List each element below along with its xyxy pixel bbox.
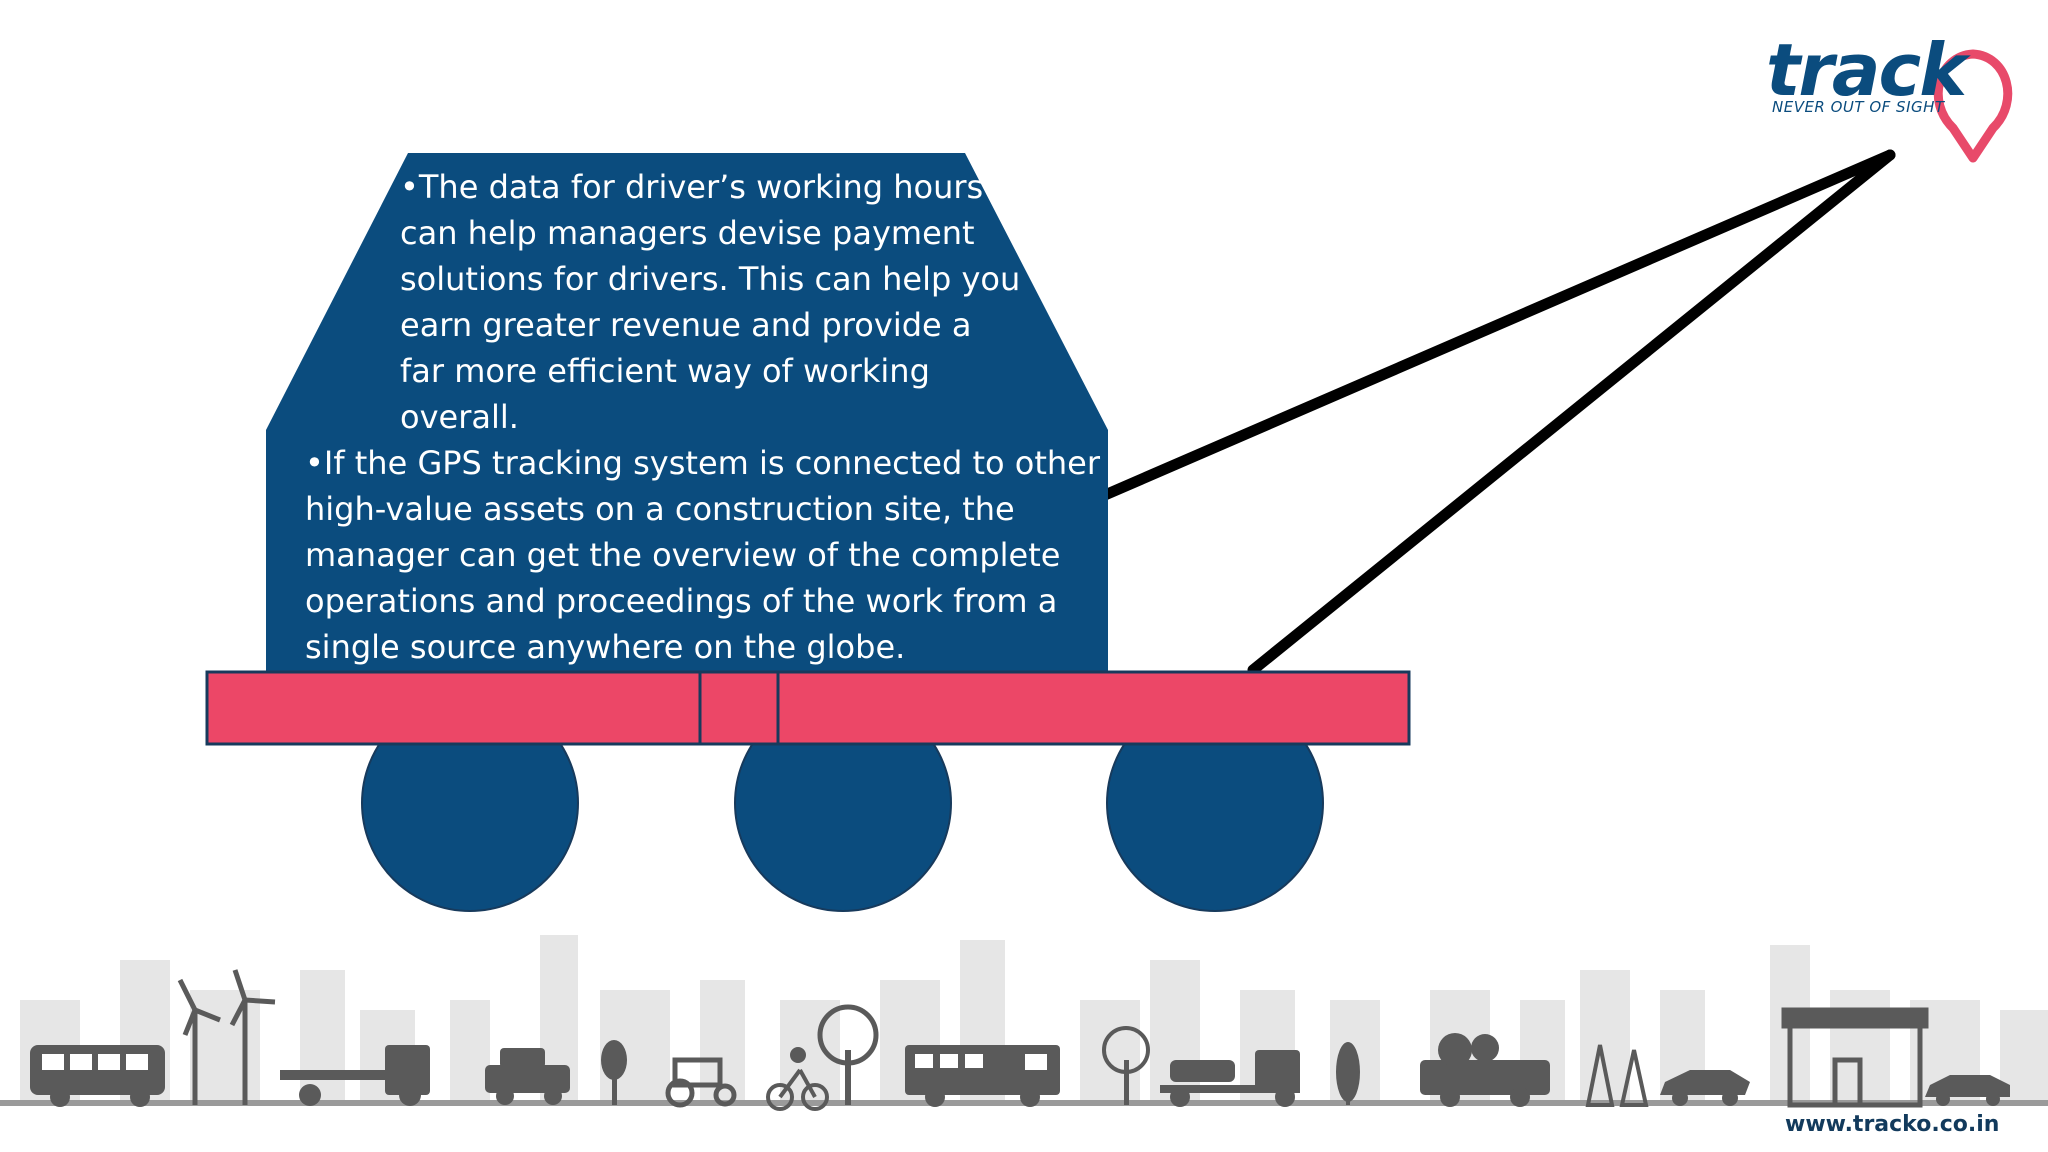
tree-icon bbox=[817, 1004, 879, 1105]
bullet-paragraph-1: •The data for driver’s working hours can… bbox=[400, 164, 1040, 440]
website-url[interactable]: www.tracko.co.in bbox=[1785, 1112, 2000, 1137]
wind-turbine-icon bbox=[177, 969, 276, 1105]
tow-truck-icon bbox=[1160, 1050, 1300, 1107]
car-icon bbox=[1660, 1070, 1750, 1106]
fire-truck-icon bbox=[905, 1045, 1060, 1107]
bullet-2-line-4: operations and proceedings of the work f… bbox=[305, 582, 1058, 620]
bullet-2-line-2: high-value assets on a construction site… bbox=[305, 490, 1015, 528]
flatbed-truck-icon bbox=[280, 1045, 430, 1106]
tractor-icon bbox=[665, 1057, 737, 1108]
pickup-truck-icon bbox=[1420, 1033, 1550, 1107]
truck-platform bbox=[205, 670, 1411, 746]
crane-boom bbox=[1099, 149, 1896, 676]
location-pin-icon bbox=[1933, 49, 2013, 163]
logo-tagline: NEVER OUT OF SIGHT bbox=[1772, 98, 1945, 116]
pickup-truck-icon bbox=[485, 1048, 570, 1105]
bullet-1-line-2: can help managers devise payment bbox=[400, 214, 975, 252]
cyclist-icon bbox=[766, 1047, 829, 1111]
bullet-1-line-4: earn greater revenue and provide a bbox=[400, 306, 972, 344]
car-icon bbox=[1925, 1075, 2010, 1106]
shop-icon bbox=[1781, 1007, 1929, 1108]
bullet-2-line-3: manager can get the overview of the comp… bbox=[305, 536, 1061, 574]
bullet-1-line-6: overall. bbox=[400, 398, 519, 436]
bullet-2-line-5: single source anywhere on the globe. bbox=[305, 628, 906, 666]
tree-icon bbox=[1585, 1044, 1649, 1107]
bullet-1-line-5: far more efficient way of working bbox=[400, 352, 930, 390]
truck-cab bbox=[266, 153, 1108, 672]
bullet-1-line-1: •The data for driver’s working hours bbox=[400, 168, 984, 206]
logo-wordmark: track bbox=[1766, 28, 1967, 112]
bullet-paragraph-2: •If the GPS tracking system is connected… bbox=[305, 440, 1100, 670]
tree-icon bbox=[1336, 1042, 1360, 1105]
bullet-2-line-1: •If the GPS tracking system is connected… bbox=[305, 444, 1100, 482]
bullet-1-line-3: solutions for drivers. This can help you bbox=[400, 260, 1021, 298]
bus-icon bbox=[30, 1045, 165, 1107]
tree-icon bbox=[1102, 1026, 1150, 1105]
tree-icon bbox=[601, 1040, 627, 1105]
